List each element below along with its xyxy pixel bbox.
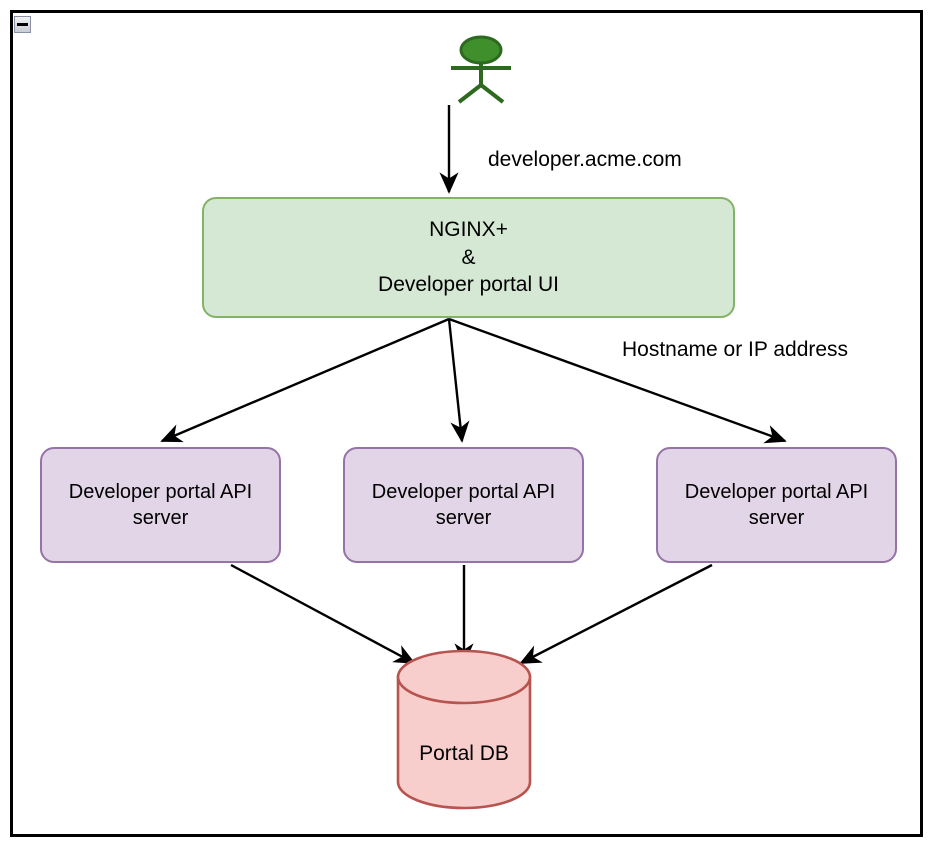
node-api-server-2[interactable]: Developer portal API server <box>343 447 584 563</box>
node-gateway[interactable]: NGINX+ & Developer portal UI <box>202 197 735 318</box>
node-api-server-1[interactable]: Developer portal API server <box>40 447 281 563</box>
node-api-server-3[interactable]: Developer portal API server <box>656 447 897 563</box>
edge-label-hostname-or-ip: Hostname or IP address <box>622 338 849 361</box>
diagram-frame <box>10 10 923 837</box>
node-database-label: Portal DB <box>419 742 509 765</box>
collapse-icon[interactable] <box>14 16 31 33</box>
minimize-bar-icon <box>17 23 28 26</box>
edge-label-developer-acme-com: developer.acme.com <box>488 148 682 171</box>
